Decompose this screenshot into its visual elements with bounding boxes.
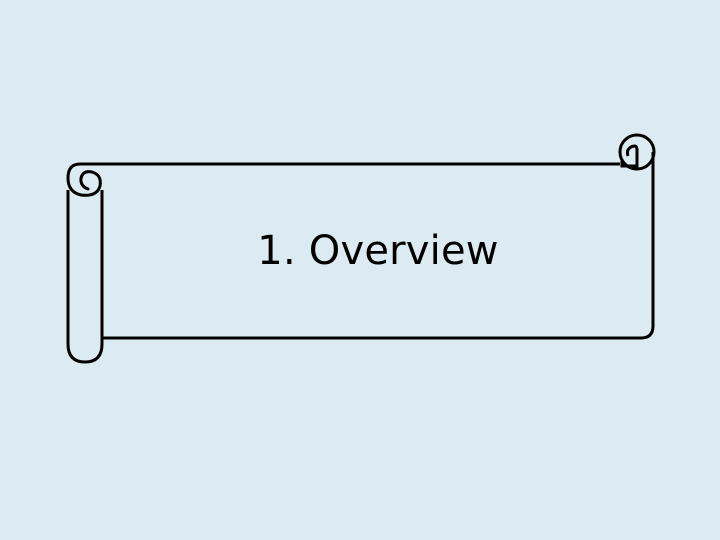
right-scroll-curl-hook <box>620 144 639 168</box>
left-scroll-curl <box>66 162 102 197</box>
slide-title: 1. Overview <box>257 227 499 274</box>
banner-body-outline <box>80 162 655 340</box>
left-scroll-roll <box>66 190 104 364</box>
